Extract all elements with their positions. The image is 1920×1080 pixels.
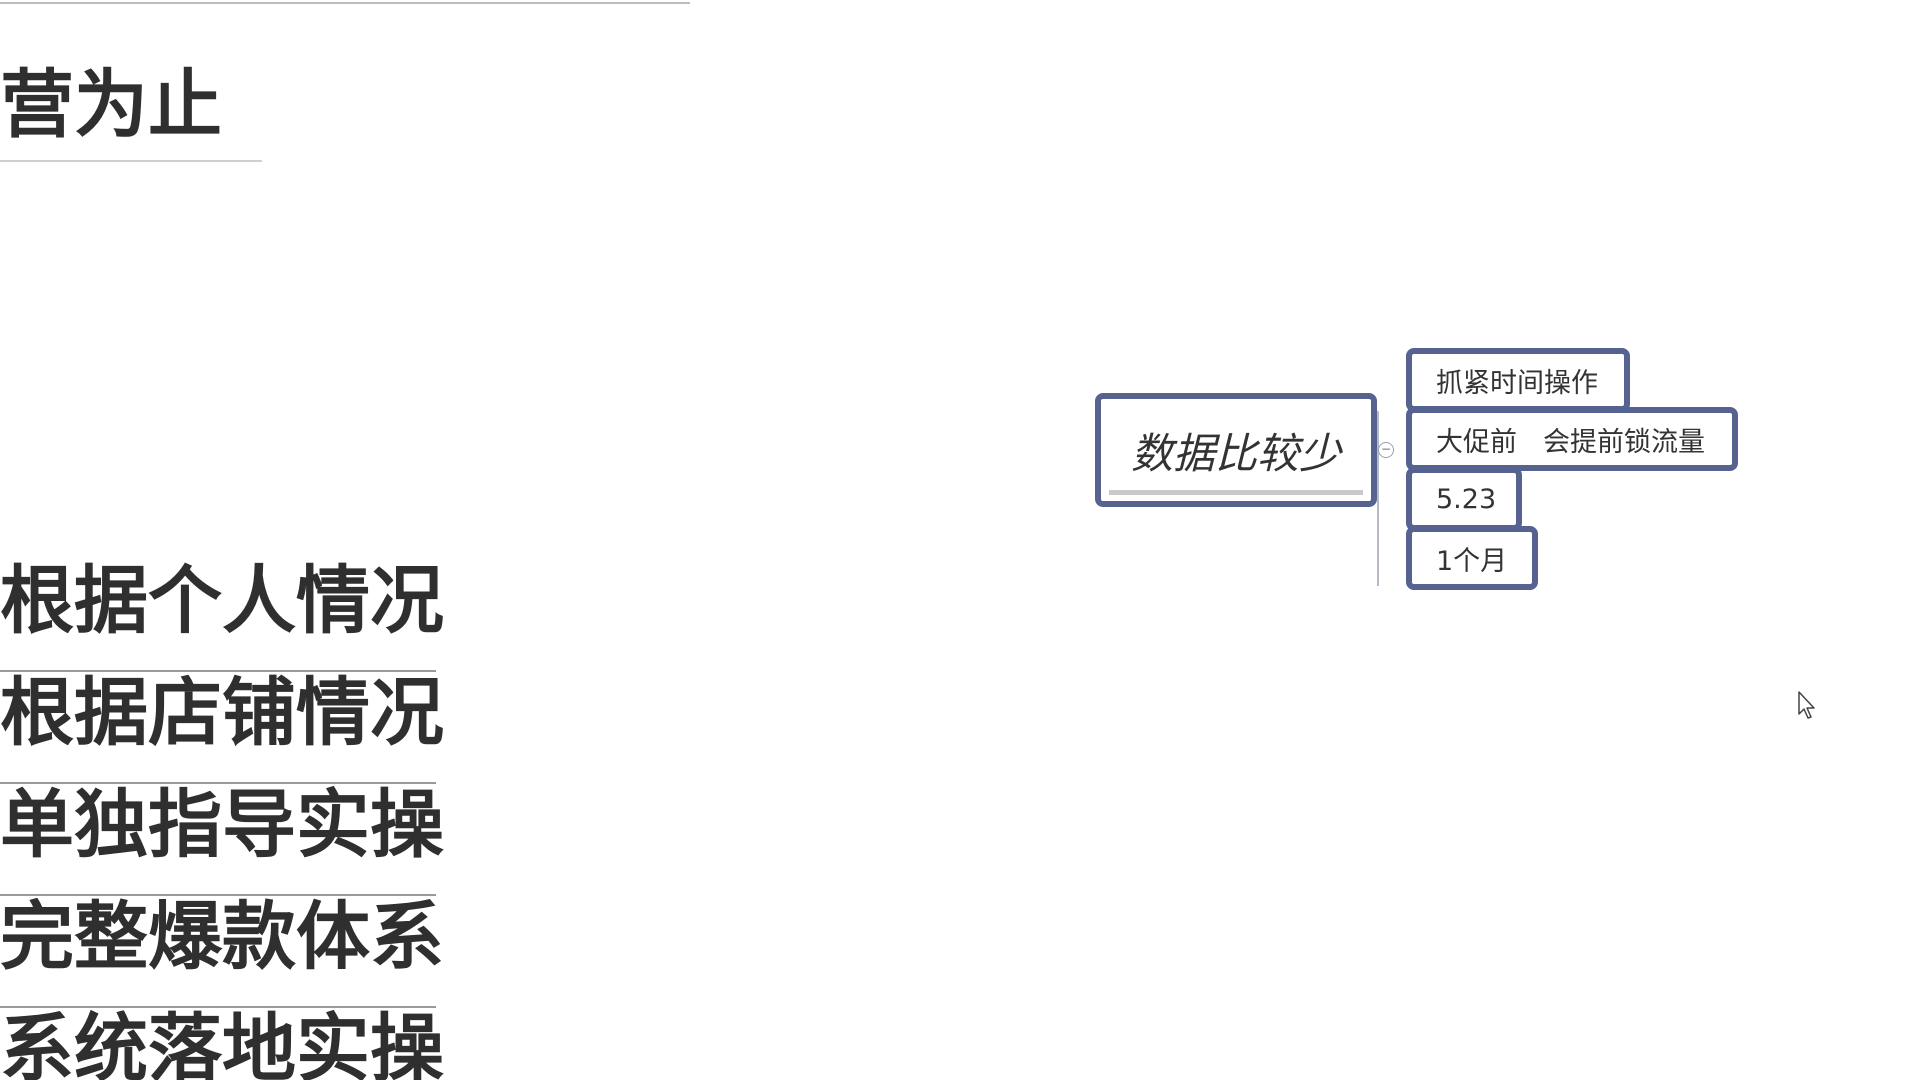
mouse-pointer-icon	[1798, 691, 1815, 719]
branch-connector	[1377, 410, 1407, 586]
mindmap-child-node[interactable]: 1个月	[1406, 526, 1538, 590]
central-node-label: 数据比较少	[1130, 428, 1341, 478]
mindmap-child-node[interactable]: 抓紧时间操作	[1406, 348, 1630, 412]
child-node-label: 会提前锁流量	[1543, 426, 1705, 458]
top-divider	[0, 2, 690, 4]
child-node-label: 5.23	[1436, 483, 1497, 515]
child-node-label: 抓紧时间操作	[1436, 367, 1598, 399]
mindmap-child-node[interactable]: 大促前 会提前锁流量	[1406, 407, 1738, 471]
child-node-label: 大促前	[1436, 426, 1517, 458]
mindmap-central-node[interactable]: 数据比较少	[1095, 393, 1377, 507]
list-item: 根据个人情况	[0, 560, 444, 672]
slide-list: 根据个人情况 根据店铺情况 单独指导实操 完整爆款体系 系统落地实操	[0, 560, 444, 1080]
slide-heading: 营为止	[0, 68, 262, 162]
list-item: 系统落地实操	[0, 1006, 444, 1080]
list-item: 完整爆款体系	[0, 896, 444, 1008]
mindmap-child-node[interactable]: 5.23	[1406, 467, 1522, 531]
child-node-label: 1个月	[1436, 545, 1508, 577]
list-item: 单独指导实操	[0, 784, 444, 896]
collapse-toggle-icon[interactable]: −	[1378, 442, 1394, 458]
list-item: 根据店铺情况	[0, 672, 444, 784]
